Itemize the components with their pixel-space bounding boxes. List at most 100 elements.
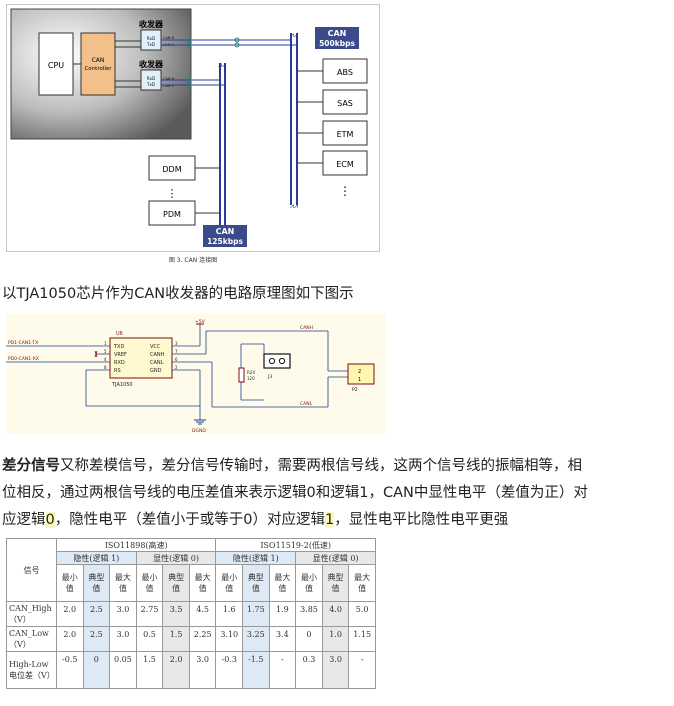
table-cell: 3.0 [109,601,137,627]
high-ellipsis: ⋮ [339,184,351,198]
p2-pin-1: 1 [358,377,361,383]
connector-p2 [347,363,375,385]
bus-high-label-1: CAN [328,29,347,38]
num-6: 6 [175,357,178,362]
cpu-label: CPU [48,61,64,70]
header-recessive-1: 隐性(逻辑 1) [55,551,137,565]
table-cell: -0.5 [55,651,84,689]
header-iso11519: ISO11519-2(低速) [215,538,376,552]
table-cell: 3.85 [295,601,323,627]
paragraph-line-2: 位相反，通过两根信号线的电压差值来表示逻辑0和逻辑1，CAN中显性电平（差值为正… [2,485,588,501]
num-4: 4 [104,357,107,362]
table-cell: 3.0 [109,626,137,652]
num-2: 2 [175,365,178,370]
figure-caption-text: 图 3. CAN 连接图 [168,257,218,264]
table-cell: 0.05 [109,651,137,689]
controller-label-1: CAN [92,57,105,64]
table-cell: 3.25 [242,626,270,652]
line3-part-a: 应逻辑 [2,512,46,528]
svg-text:⩘⩘: ⩘⩘ [218,61,226,69]
subheader-max: 最大值 [188,564,217,602]
node-sas-label: SAS [337,99,353,108]
table-cell: 1.5 [162,626,190,652]
node-sas: SAS [297,89,368,115]
table-cell: 3.0 [321,651,350,689]
dgnd-label: DGND [192,428,206,434]
vcc-5v-label: +5V [195,319,206,325]
table-cell: 1.9 [268,601,297,627]
can-h-label-1: CAN H [163,36,175,40]
canh-net-label: CANH [300,325,313,331]
node-pdm: PDM [148,200,220,226]
p2-label: P2 [352,387,358,393]
diff-signal-paragraph: 差分信号又称差模信号，差分信号传输时，需要两根信号线，这两个信号线的振幅相等，相… [2,453,588,534]
canl-net-label: CANL [300,401,313,407]
r24-label: R24 [247,370,255,375]
can-l-label-2: CAN L [163,84,174,88]
table-cell: 0.5 [135,626,164,652]
table-cell: 0 [295,626,323,652]
node-ecm-label: ECM [336,160,354,169]
table-cell: 4.0 [321,601,350,627]
header-dominant-1: 显性(逻辑 0) [135,551,217,565]
header-signal: 信号 [6,538,57,602]
table-cell: 0 [82,651,111,689]
chip-name: TJA1050 [111,382,133,388]
table-cell: 2.0 [162,651,190,689]
svg-text:⩘⩘: ⩘⩘ [290,31,298,39]
table-cell: 2.25 [188,626,217,652]
node-ecm: ECM [297,150,368,176]
num-3: 3 [175,341,178,346]
subheader-max: 最大值 [109,564,137,602]
line3-part-e: ，显性电平比隐性电平更强 [334,512,509,528]
num-7: 7 [175,349,178,354]
num-1: 1 [104,341,107,346]
node-pdm-label: PDM [163,210,181,219]
num-5: 5 [104,349,107,354]
table-cell: 0.3 [295,651,323,689]
transceiver-label-2: 收发器 [139,59,164,69]
table-cell: 1.0 [321,626,350,652]
table-cell: 3.5 [162,601,190,627]
table-cell: 2.0 [55,626,84,652]
rx-net-label: PD0-CAN1-RX [8,356,39,362]
table-cell: 1.5 [135,651,164,689]
node-etm: ETM [297,120,368,146]
num-8: 8 [104,365,107,370]
pin-canh: CANH [150,352,165,358]
cpu-box [38,32,74,96]
header-recessive-2: 隐性(逻辑 1) [215,551,297,565]
node-ddm: DDM [148,155,220,181]
pin-txd-2: TxD [146,82,155,87]
subheader-typ: 典型值 [321,564,350,602]
pin-vcc: VCC [150,344,161,350]
table-cell: - [348,651,376,689]
table-cell: -1.5 [242,651,270,689]
tx-net-label: PD1-CAN1-TX [8,340,38,346]
controller-label-2: Controller [84,66,112,72]
header-iso11898: ISO11898(高速) [55,538,217,552]
table-cell: 2.5 [82,601,111,627]
table-header-row-2: 隐性(逻辑 1) 显性(逻辑 0) 隐性(逻辑 1) 显性(逻辑 0) [7,551,376,565]
table-cell: 4.5 [188,601,217,627]
subheader-max: 最大值 [348,564,376,602]
svg-text:⩘⩘: ⩘⩘ [290,202,298,210]
can-levels-table: 信号 ISO11898(高速) ISO11519-2(低速) 隐性(逻辑 1) … [6,538,376,704]
pin-canl: CANL [150,360,164,366]
table-cell: 3.0 [188,651,217,689]
term-diff-signal: 差分信号 [2,458,60,474]
row-label: High-Low 电位差（V） [6,651,57,689]
pin-txd: TXD [113,344,124,350]
row-label: CAN_Low（V） [6,626,57,652]
bus-low-label-2: 125kbps [207,237,243,246]
pin-rxd-1: RxD [147,36,155,41]
table-cell: 1.75 [242,601,270,627]
j3-label: J3 [267,374,272,380]
node-etm-label: ETM [337,130,354,139]
bus-low-label-1: CAN [216,227,235,236]
header-dominant-2: 显性(逻辑 0) [295,551,376,565]
bus-low-badge [203,225,247,247]
